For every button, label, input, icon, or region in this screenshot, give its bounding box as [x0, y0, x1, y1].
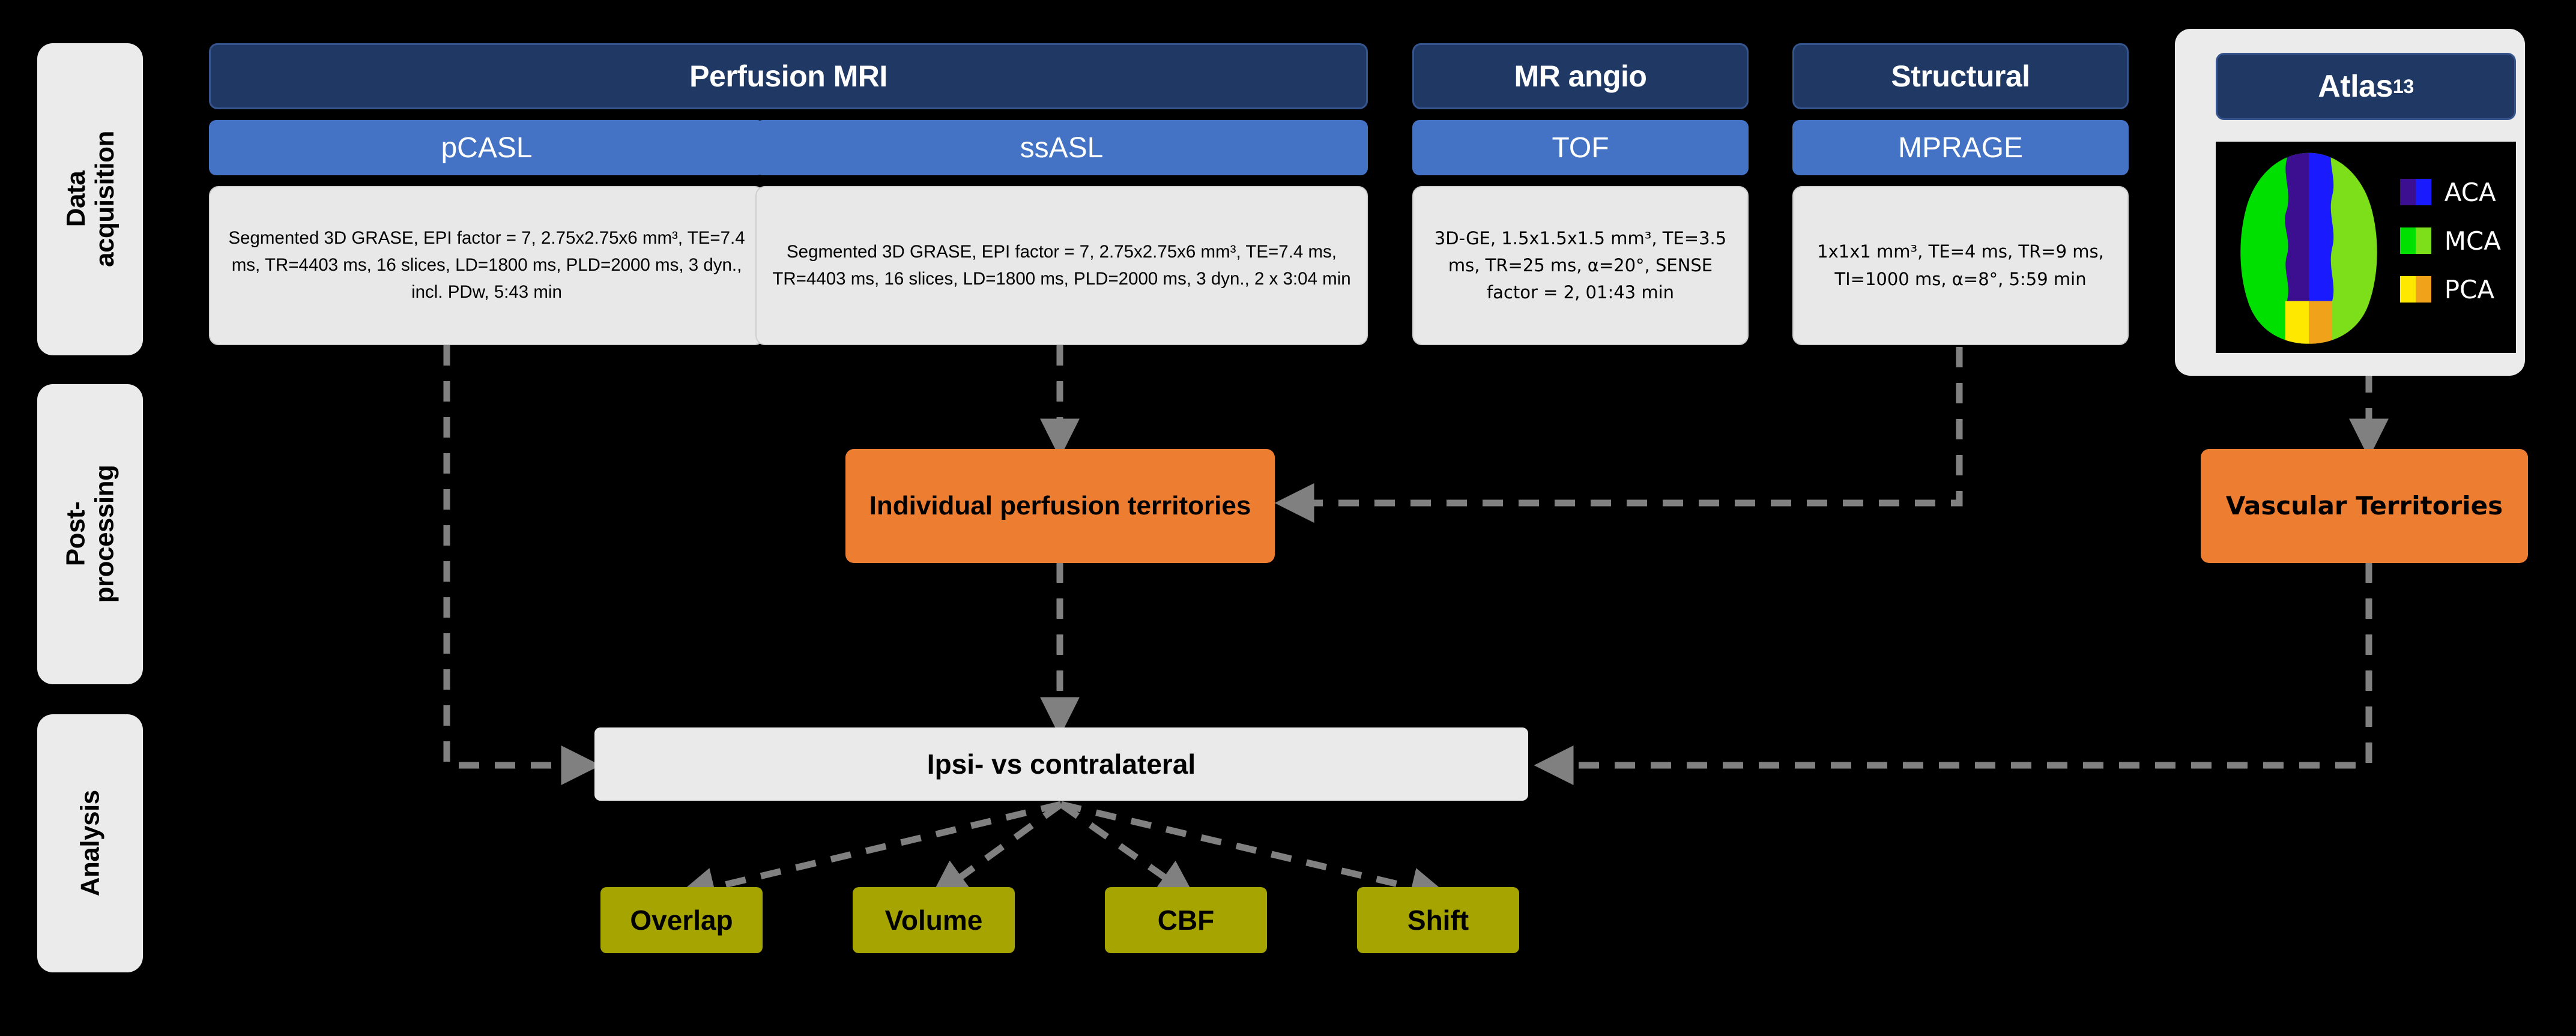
params-tof: 3D-GE, 1.5x1.5x1.5 mm³, TE=3.5 ms, TR=25…: [1412, 186, 1749, 345]
box-ipsi-vs-contralateral[interactable]: Ipsi- vs contralateral: [594, 727, 1528, 801]
box-vascular-territories[interactable]: Vascular Territories: [2201, 449, 2528, 563]
box-output-shift-label: Shift: [1407, 905, 1469, 936]
brain-slice-svg: [2240, 152, 2377, 344]
header-perfusion-mri[interactable]: Perfusion MRI: [209, 43, 1368, 109]
box-output-cbf-label: CBF: [1157, 905, 1215, 936]
box-output-cbf[interactable]: CBF: [1105, 887, 1267, 953]
legend-label-mca: MCA: [2444, 226, 2501, 256]
subheader-mprage[interactable]: MPRAGE: [1792, 120, 2129, 175]
box-output-overlap-label: Overlap: [630, 905, 733, 936]
legend-item-pca: PCA: [2399, 274, 2501, 304]
arrow-ipsi-to-shift: [1060, 801, 1450, 907]
header-mr-angio[interactable]: MR angio: [1412, 43, 1749, 109]
subheader-pcasl[interactable]: pCASL: [209, 120, 764, 175]
box-vascular-territories-label: Vascular Territories: [2225, 491, 2503, 521]
legend-label-aca: ACA: [2444, 177, 2496, 207]
subheader-tof-label: TOF: [1552, 131, 1609, 164]
header-atlas-label: Atlas: [2318, 69, 2393, 104]
arrow-ipsi-to-cbf: [1059, 801, 1197, 900]
params-ssasl: Segmented 3D GRASE, EPI factor = 7, 2.75…: [755, 186, 1368, 345]
subheader-ssasl-label: ssASL: [1020, 131, 1104, 164]
params-pcasl-text: Segmented 3D GRASE, EPI factor = 7, 2.75…: [228, 228, 745, 302]
legend-item-aca: ACA: [2399, 177, 2501, 207]
subheader-pcasl-label: pCASL: [441, 131, 533, 164]
header-perfusion-mri-label: Perfusion MRI: [689, 59, 887, 93]
stage-label-text: Data acquisition: [61, 131, 119, 268]
legend-swatch-aca-icon: [2399, 179, 2431, 206]
stage-label-text: Post-processing: [61, 465, 119, 603]
stage-label-analysis: Analysis: [37, 714, 143, 972]
legend-label-pca: PCA: [2444, 274, 2495, 304]
box-output-shift[interactable]: Shift: [1357, 887, 1519, 953]
arrow-pcasl-to-ipsi: [443, 345, 601, 785]
arrow-ipsi-to-overlap: [676, 801, 1062, 907]
arrow-mprage-to-individual: [1274, 347, 1963, 523]
box-ipsi-vs-contralateral-label: Ipsi- vs contralateral: [927, 748, 1196, 780]
subheader-ssasl[interactable]: ssASL: [755, 120, 1368, 175]
box-individual-perfusion-territories-label: Individual perfusion territories: [869, 490, 1251, 520]
params-tof-text: 3D-GE, 1.5x1.5x1.5 mm³, TE=3.5 ms, TR=25…: [1434, 227, 1727, 303]
params-mprage: 1x1x1 mm³, TE=4 ms, TR=9 ms, TI=1000 ms,…: [1792, 186, 2129, 345]
arrow-vascular-to-ipsi: [1534, 562, 2372, 785]
box-individual-perfusion-territories[interactable]: Individual perfusion territories: [845, 449, 1275, 563]
atlas-legend: ACA MCA PCA: [2399, 177, 2501, 304]
params-pcasl: Segmented 3D GRASE, EPI factor = 7, 2.75…: [209, 186, 764, 345]
box-output-overlap[interactable]: Overlap: [600, 887, 763, 953]
arrow-ipsi-to-volume: [929, 801, 1063, 900]
stage-label-data-acquisition: Data acquisition: [37, 43, 143, 355]
params-ssasl-text: Segmented 3D GRASE, EPI factor = 7, 2.75…: [772, 241, 1351, 289]
header-atlas-superscript: 13: [2392, 75, 2414, 97]
header-mr-angio-label: MR angio: [1514, 59, 1647, 93]
stage-label-text: Analysis: [75, 790, 105, 897]
atlas-brain-image: ACA MCA PCA: [2216, 142, 2516, 353]
box-output-volume-label: Volume: [884, 905, 983, 936]
subheader-tof[interactable]: TOF: [1412, 120, 1749, 175]
legend-swatch-pca-icon: [2399, 276, 2431, 303]
legend-item-mca: MCA: [2399, 226, 2501, 256]
header-structural-label: Structural: [1891, 59, 2030, 93]
stage-label-post-processing: Post-processing: [37, 384, 143, 684]
params-mprage-text: 1x1x1 mm³, TE=4 ms, TR=9 ms, TI=1000 ms,…: [1817, 241, 2104, 289]
legend-swatch-mca-icon: [2399, 227, 2431, 254]
box-output-volume[interactable]: Volume: [853, 887, 1015, 953]
subheader-mprage-label: MPRAGE: [1897, 131, 2024, 164]
header-structural[interactable]: Structural: [1792, 43, 2129, 109]
